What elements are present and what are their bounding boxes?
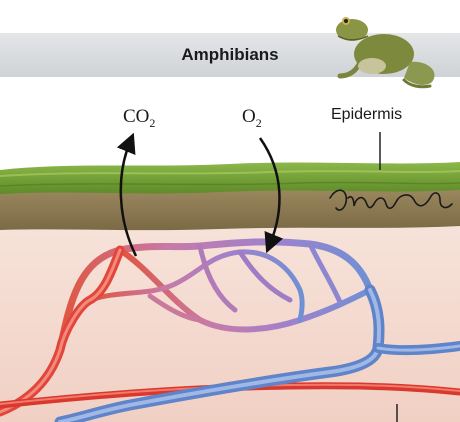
epidermis-layer	[0, 162, 460, 194]
o2-label: O2	[242, 106, 262, 130]
handwritten-annotation	[329, 189, 453, 211]
arrow-down-icon	[258, 137, 284, 254]
artery	[0, 245, 460, 417]
vein	[54, 284, 460, 422]
epidermis-label: Epidermis	[331, 106, 403, 123]
co2-label: CO2	[123, 106, 156, 130]
arrow-up-icon	[116, 132, 138, 257]
page-title: Amphibians	[181, 45, 279, 64]
frog-illustration	[336, 17, 435, 89]
capillary-network	[56, 238, 374, 354]
